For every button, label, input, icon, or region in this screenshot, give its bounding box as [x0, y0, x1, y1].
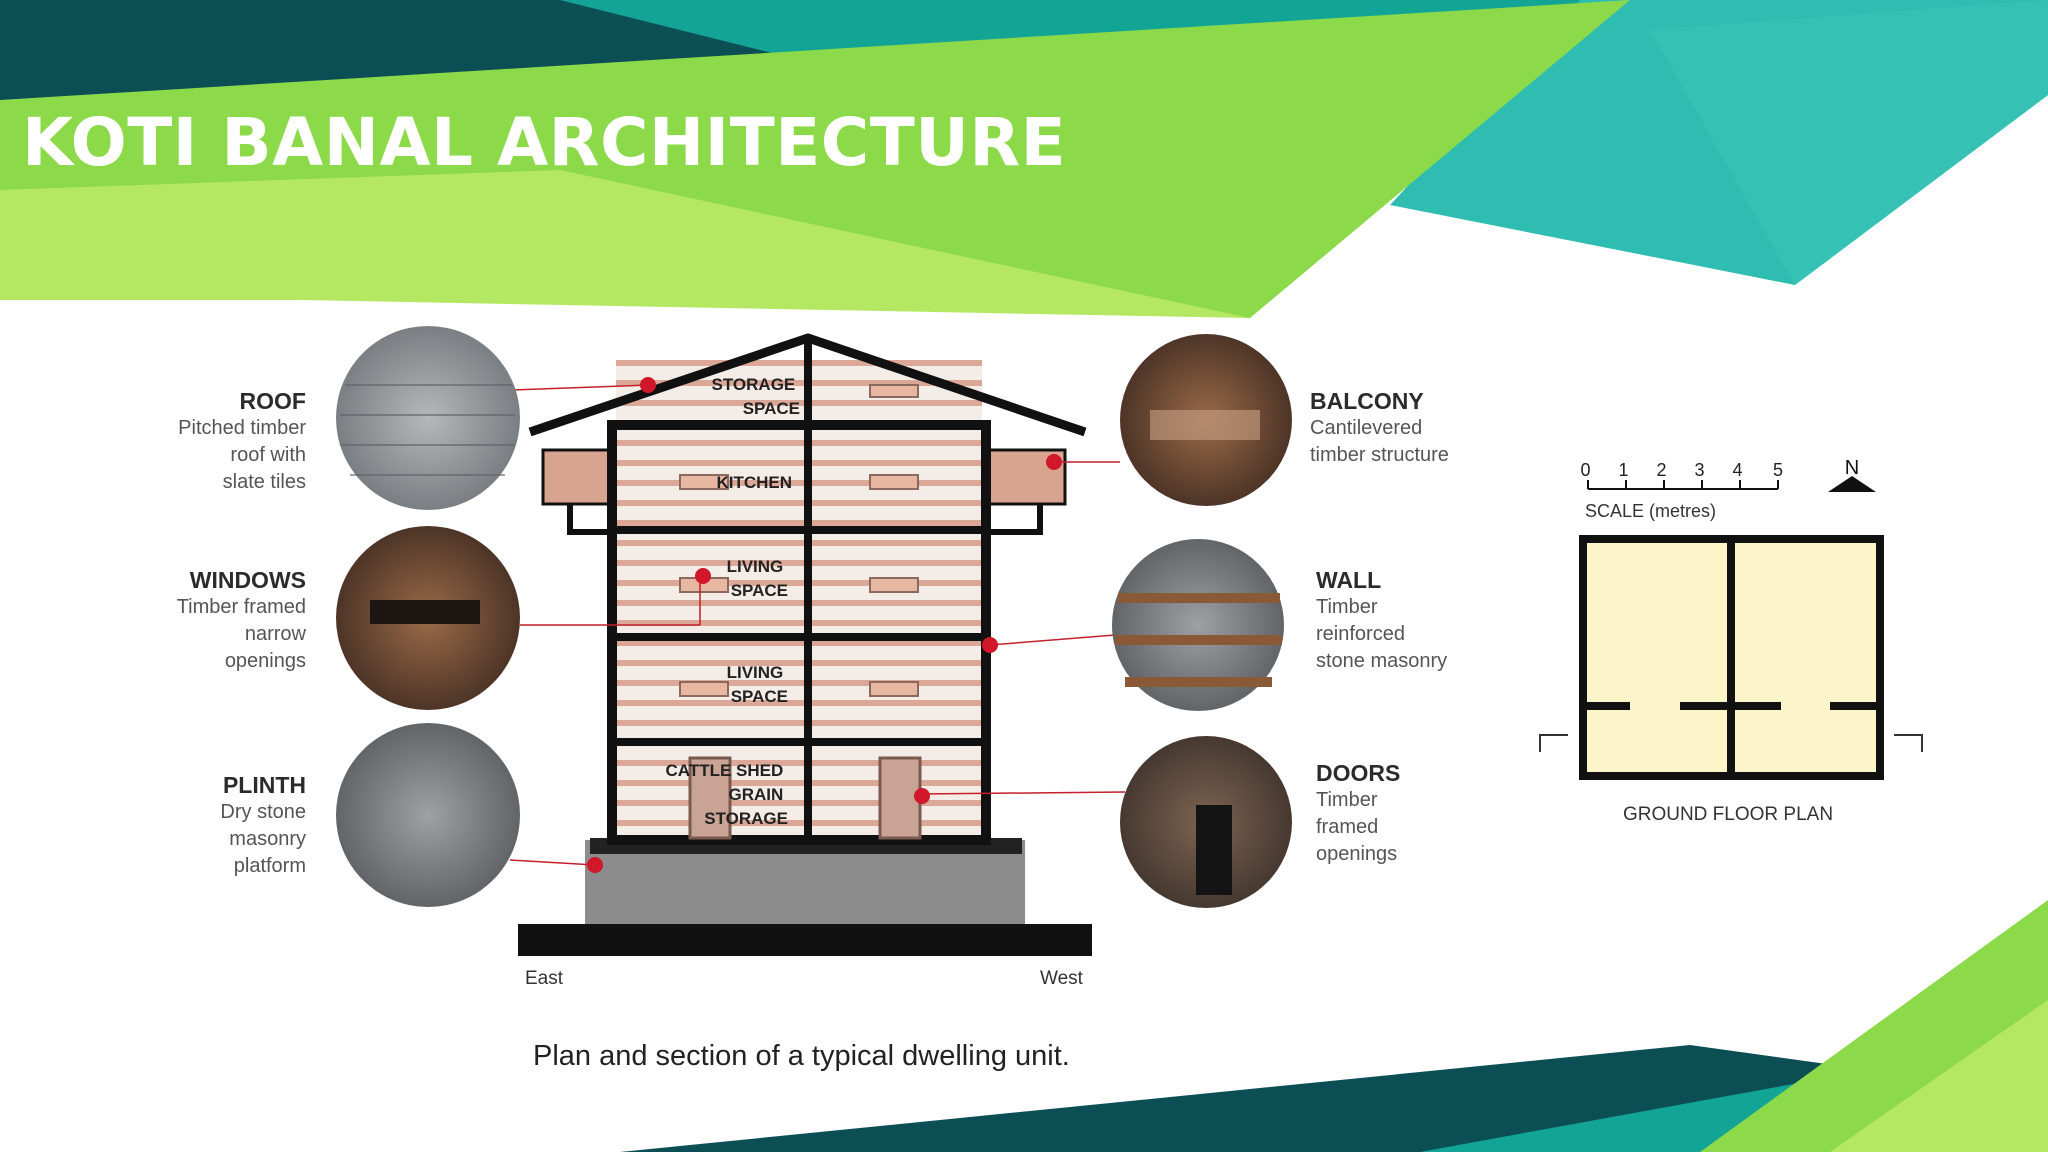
bottom-lime-wedge — [1830, 1000, 2048, 1152]
callout-plinth-line: Dry stone — [220, 801, 306, 823]
attic-wall — [616, 360, 982, 425]
wall-photo — [1112, 539, 1284, 711]
window — [869, 474, 919, 490]
callout-wall-line: reinforced — [1316, 623, 1405, 645]
top-right-teal-light — [1650, 0, 2048, 285]
marker-windows — [695, 568, 711, 584]
balcony-right-brackets — [990, 504, 1043, 535]
house-walls — [612, 425, 986, 840]
callout-roof: ROOF Pitched timber roof with slate tile… — [130, 388, 306, 496]
callout-wall: WALL Timber reinforced stone masonry — [1316, 567, 1447, 675]
room-label-living-upper: LIVING SPACE — [727, 557, 788, 600]
section-mark-right — [1894, 734, 1923, 752]
west-label: West — [1040, 968, 1084, 989]
marker-doors — [914, 788, 930, 804]
plan-title: GROUND FLOOR PLAN — [1623, 804, 1833, 825]
door — [688, 756, 732, 840]
window — [869, 577, 919, 593]
room-label-storage: STORAGE SPACE — [712, 375, 801, 418]
callout-windows-heading: WINDOWS — [189, 567, 306, 593]
callout-windows-line: narrow — [244, 623, 306, 645]
room-label-living-lower: LIVING SPACE — [727, 663, 788, 706]
east-label: East — [525, 968, 564, 989]
callout-doors: DOORS Timber framed openings — [1316, 760, 1400, 868]
callout-windows-line: openings — [224, 650, 306, 672]
scale-ticks: 0 1 2 3 4 5 — [1580, 460, 1783, 480]
callout-roof-line: slate tiles — [222, 471, 306, 493]
window — [679, 681, 729, 697]
plinth-photo — [336, 723, 520, 907]
callout-windows-line: Timber framed — [176, 596, 306, 618]
callout-plinth-line: masonry — [229, 828, 306, 850]
balcony-left — [541, 448, 611, 506]
window — [869, 681, 919, 697]
callout-roof-line: Pitched timber — [178, 417, 306, 439]
callout-balcony-line: Cantilevered — [1310, 417, 1423, 439]
marker-plinth — [587, 857, 603, 873]
balcony-photo-rail — [1150, 410, 1260, 440]
callout-doors-line: Timber — [1316, 789, 1378, 811]
leader-wall — [989, 634, 1116, 646]
callout-balcony-heading: BALCONY — [1310, 388, 1424, 414]
callout-plinth-line: platform — [233, 855, 306, 877]
marker-balcony — [1046, 454, 1062, 470]
callout-windows: WINDOWS Timber framed narrow openings — [130, 567, 306, 675]
callout-roof-heading: ROOF — [239, 388, 306, 414]
figure-caption: Plan and section of a typical dwelling u… — [533, 1040, 1070, 1072]
leader-plinth — [509, 859, 596, 866]
scale-label: SCALE (metres) — [1585, 501, 1716, 521]
room-label-cattle: CATTLE SHED GRAIN STORAGE — [666, 761, 788, 828]
windows-photo-opening — [370, 600, 480, 624]
door — [878, 756, 922, 840]
roof-slate-pattern — [340, 384, 515, 476]
callout-roof-line: roof with — [230, 444, 306, 466]
callout-doors-line: openings — [1316, 843, 1398, 865]
roof-photo — [336, 326, 520, 510]
top-lime-wedge — [0, 170, 1250, 318]
callout-plinth: PLINTH Dry stone masonry platform — [130, 772, 306, 880]
ground-slab — [518, 924, 1092, 956]
callout-wall-line: Timber — [1316, 596, 1378, 618]
leader-doors — [919, 791, 1126, 795]
north-label: N — [1845, 457, 1859, 479]
callout-doors-line: framed — [1316, 816, 1379, 838]
slide-title: KOTI BANAL ARCHITECTURE — [22, 104, 1067, 181]
leader-roof — [511, 384, 649, 391]
callout-plinth-heading: PLINTH — [222, 772, 306, 798]
callout-wall-heading: WALL — [1316, 567, 1382, 593]
doors-photo-opening — [1196, 805, 1232, 895]
marker-wall — [982, 637, 998, 653]
callout-balcony-line: timber structure — [1310, 444, 1449, 466]
north-arrow-icon — [1828, 476, 1876, 492]
callout-balcony: BALCONY Cantilevered timber structure — [1310, 388, 1449, 469]
callout-wall-line: stone masonry — [1316, 650, 1448, 672]
scale-bar — [1587, 480, 1779, 490]
wall-timber-bands — [1115, 593, 1282, 687]
section-mark-left — [1539, 734, 1568, 752]
balcony-left-brackets — [567, 504, 612, 535]
window — [869, 384, 919, 398]
roof — [528, 333, 1087, 437]
marker-roof — [640, 377, 656, 393]
room-label-kitchen: KITCHEN — [716, 473, 792, 492]
window — [679, 474, 729, 490]
callout-doors-heading: DOORS — [1316, 760, 1401, 786]
